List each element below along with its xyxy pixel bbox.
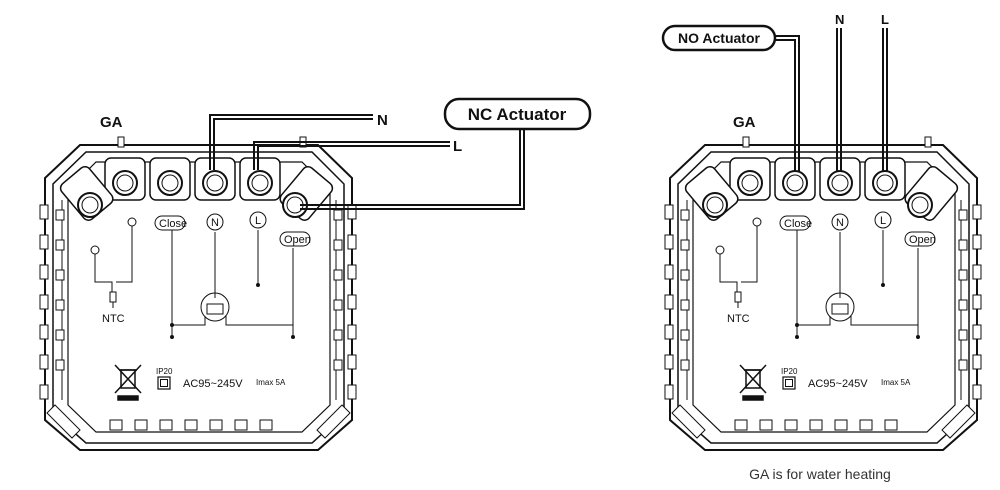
right-wire-l-label: L (881, 12, 889, 27)
caption: GA is for water heating (749, 466, 891, 482)
left-device-label: GA (100, 114, 123, 131)
left-terminal-l-label: L (255, 215, 261, 227)
right-terminal-l-label: L (880, 215, 886, 227)
right-actuator-label: NO Actuator (678, 30, 760, 46)
left-wiring (209, 114, 525, 210)
right-wiring (774, 28, 888, 172)
left-wire-l-label: L (453, 138, 462, 155)
left-actuator-label: NC Actuator (468, 105, 567, 124)
right-terminal-open-label: Open (909, 234, 936, 246)
right-wire-n-label: N (835, 12, 844, 27)
right-device (664, 136, 982, 451)
right-terminal-close-label: Close (784, 218, 812, 230)
left-terminal-open-label: Open (284, 234, 311, 246)
right-terminal-n-label: N (836, 217, 844, 229)
left-current: Imax 5A (256, 378, 286, 387)
left-voltage: AC95~245V (183, 378, 243, 390)
left-device (39, 136, 357, 451)
left-ip-rating: IP20 (156, 367, 173, 376)
left-terminal-n-label: N (211, 217, 219, 229)
right-sensor-label: NTC (727, 313, 750, 325)
right-voltage: AC95~245V (808, 378, 868, 390)
left-actuator-box (443, 97, 592, 131)
left-terminal-close-label: Close (159, 218, 187, 230)
right-ip-rating: IP20 (781, 367, 798, 376)
left-sensor-label: NTC (102, 313, 125, 325)
right-device-label: GA (733, 114, 756, 131)
left-wire-n-label: N (377, 112, 388, 129)
right-actuator-box (661, 24, 777, 52)
right-current: Imax 5A (881, 378, 911, 387)
